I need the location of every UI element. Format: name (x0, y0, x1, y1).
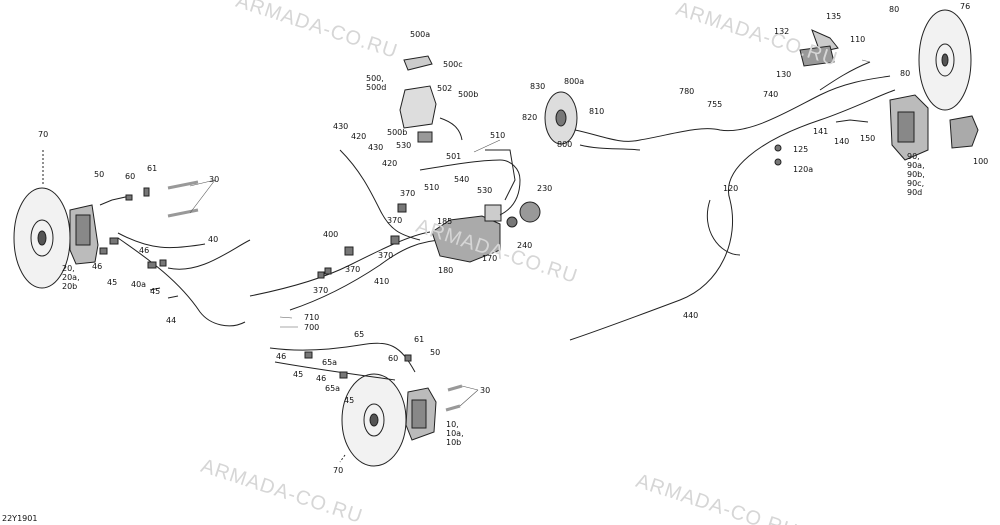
bottom-caliper (405, 387, 437, 441)
part-label: 120a (793, 165, 814, 174)
part-label: 370 (313, 286, 329, 295)
part-label: 830 (530, 82, 546, 91)
part-label: 80 (889, 5, 900, 14)
master-cylinder (399, 55, 463, 143)
part-label: 60 (125, 172, 136, 181)
brake-line-400 (249, 231, 431, 297)
part-label: 502 (437, 84, 453, 93)
part-label: 740 (763, 90, 779, 99)
part-label: 20, 20a, 20b (62, 264, 80, 291)
part-label: 150 (860, 134, 876, 143)
part-label: 125 (793, 145, 809, 154)
rear-disc-800 (544, 91, 578, 145)
part-label: 410 (374, 277, 390, 286)
part-label: 755 (707, 100, 723, 109)
diagram-code: 22Y1901 (2, 514, 38, 523)
part-label: 800a (564, 77, 585, 86)
hydraulic-unit (431, 201, 541, 263)
part-label: 46 (316, 374, 327, 383)
part-label: 70 (38, 130, 49, 139)
part-label: 140 (834, 137, 850, 146)
part-label: 80 (900, 69, 911, 78)
part-label: 110 (850, 35, 866, 44)
part-label: 130 (776, 70, 792, 79)
part-label: 430 (333, 122, 349, 131)
part-label: 230 (537, 184, 553, 193)
brake-line-410 (289, 239, 446, 311)
part-label: 500c (443, 60, 463, 69)
part-label: 500b (387, 128, 408, 137)
right-caliper (889, 94, 979, 161)
part-label: 440 (683, 311, 699, 320)
part-label: 500b (458, 90, 479, 99)
part-label: 180 (438, 266, 454, 275)
part-label: 40a (131, 280, 147, 289)
part-label: 530 (396, 141, 412, 150)
part-label: 61 (414, 335, 425, 344)
part-label: 50 (430, 348, 441, 357)
part-label: 500a (410, 30, 431, 39)
part-label: 510 (424, 183, 440, 192)
part-label: 45 (344, 396, 355, 405)
part-label: 710 (304, 313, 320, 322)
part-label: 46 (276, 352, 287, 361)
part-label: 420 (351, 132, 367, 141)
part-label: 530 (477, 186, 493, 195)
part-label: 30 (480, 386, 491, 395)
brake-line-65 (269, 342, 416, 381)
part-label: 46 (92, 262, 103, 271)
part-label: 44 (166, 316, 177, 325)
part-label: 70 (333, 466, 344, 475)
part-label: 10, 10a, 10b (446, 420, 464, 447)
part-label: 76 (960, 2, 971, 11)
part-label: 50 (94, 170, 105, 179)
part-label: 370 (400, 189, 416, 198)
part-label: 120 (723, 184, 739, 193)
part-label: 500, 500d (366, 74, 387, 92)
part-label: 420 (382, 159, 398, 168)
part-label: 820 (522, 113, 538, 122)
left-front-brake-line (117, 232, 251, 327)
part-label: 45 (107, 278, 118, 287)
left-brake-caliper (69, 204, 99, 265)
part-label: 240 (517, 241, 533, 250)
part-label: 45 (293, 370, 304, 379)
part-label: 46 (139, 246, 150, 255)
part-label: 65 (354, 330, 365, 339)
part-label: 540 (454, 175, 470, 184)
part-label: 60 (388, 354, 399, 363)
part-label: 370 (387, 216, 403, 225)
part-label: 141 (813, 127, 829, 136)
part-label: 65a (325, 384, 341, 393)
part-label: 65a (322, 358, 338, 367)
part-label: 700 (304, 323, 320, 332)
part-label: 810 (589, 107, 605, 116)
part-label: 40 (208, 235, 219, 244)
part-label: 370 (378, 251, 394, 260)
part-label: 510 (490, 131, 506, 140)
bottom-brake-disc (339, 373, 407, 467)
part-label: 30 (209, 175, 220, 184)
part-label: 430 (368, 143, 384, 152)
part-label: 132 (774, 27, 790, 36)
part-label: 780 (679, 87, 695, 96)
part-label: 185 (437, 217, 453, 226)
part-label: 501 (446, 152, 462, 161)
part-label: 800 (557, 140, 573, 149)
part-label: 90, 90a, 90b, 90c, 90d (907, 152, 925, 197)
part-label: 370 (345, 265, 361, 274)
brake-line-440 (569, 89, 896, 341)
part-label: 135 (826, 12, 842, 21)
right-brake-disc (918, 9, 972, 111)
part-label: 45 (150, 287, 161, 296)
part-label: 100 (973, 157, 989, 166)
part-label: 61 (147, 164, 158, 173)
part-label: 170 (482, 254, 498, 263)
part-label: 400 (323, 230, 339, 239)
